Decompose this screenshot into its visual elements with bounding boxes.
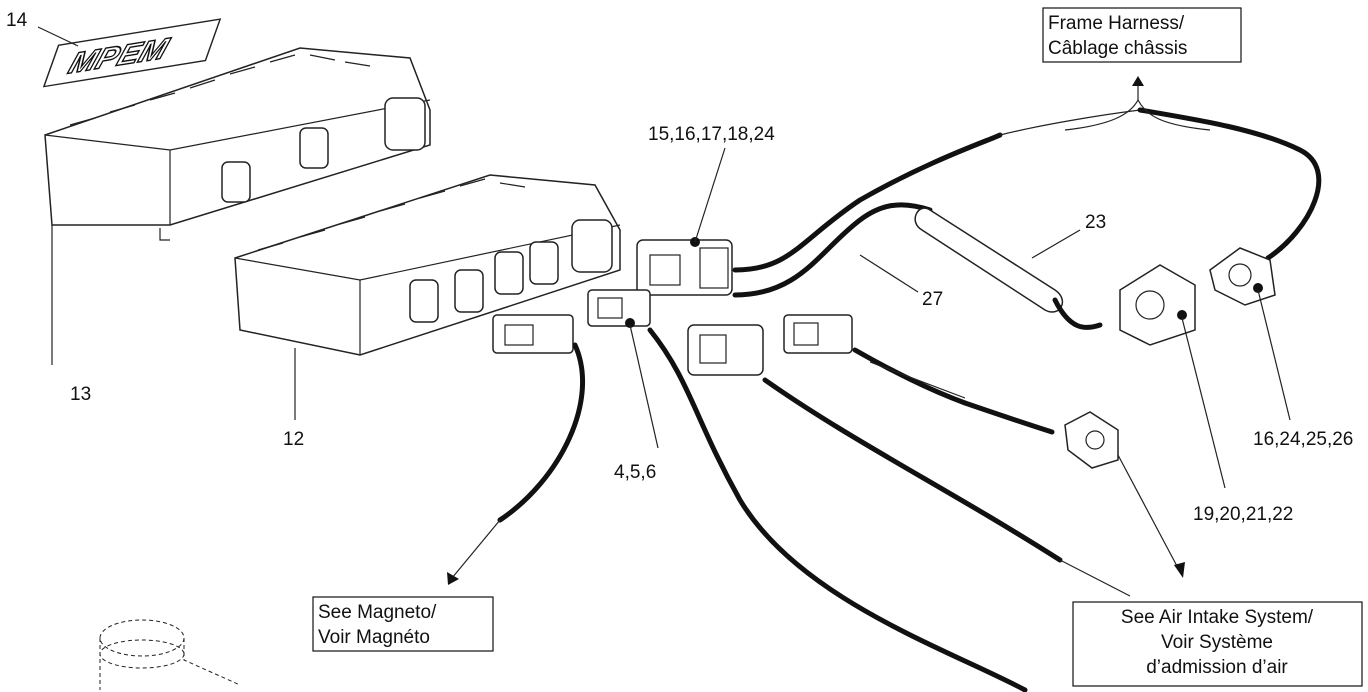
connector-19 [1119, 264, 1196, 346]
magneto-line1: See Magneto/ [318, 602, 437, 623]
label-27: 27 [922, 289, 943, 310]
magneto-line2: Voir Magnéto [318, 627, 430, 648]
frame-line2: Câblage châssis [1048, 38, 1187, 59]
module-12 [234, 174, 621, 356]
cable-23-tail [1052, 297, 1103, 330]
air-line3: d’admission d’air [1146, 657, 1288, 678]
leader-27 [859, 254, 919, 293]
leader-16 [1257, 289, 1291, 421]
frame-harness-box [1042, 7, 1242, 63]
air-arrow-a [1059, 559, 1131, 597]
connector-main [636, 237, 733, 296]
mpem-decal: MPEM [42, 18, 222, 88]
frame-line1: Frame Harness/ [1048, 13, 1185, 34]
cable-27 [732, 202, 933, 298]
sleeve-23 [914, 207, 1064, 313]
leader-15 [694, 147, 726, 243]
cable-air-a [762, 377, 1063, 563]
label-14: 14 [6, 10, 28, 31]
leader-14 [37, 26, 79, 47]
module-13 [44, 47, 431, 241]
cable-magneto [497, 342, 586, 523]
connector-magneto [492, 314, 574, 354]
label-12: 12 [283, 429, 304, 450]
magneto-box [312, 596, 494, 652]
connector-16 [1209, 247, 1276, 306]
connector-air-a [687, 324, 764, 376]
label-19: 19,20,21,22 [1193, 504, 1293, 525]
label-16: 16,24,25,26 [1253, 429, 1353, 450]
air-line1: See Air Intake System/ [1121, 607, 1314, 628]
cable-4-long [647, 327, 1028, 692]
label-4: 4,5,6 [614, 462, 656, 483]
leader-23 [1031, 229, 1081, 259]
cable-air-b [962, 400, 1055, 435]
air-intake-box [1072, 601, 1363, 687]
cable-frame-right [1137, 107, 1322, 261]
leader-4 [629, 324, 659, 449]
leader-19 [1181, 317, 1226, 489]
magneto-arrow [451, 519, 501, 579]
connector-4 [587, 289, 651, 328]
cable-frame-upper [732, 132, 1003, 273]
air-line2: Voir Système [1161, 632, 1273, 653]
air-arrow-b [1117, 454, 1179, 569]
label-23: 23 [1085, 212, 1106, 233]
label-13: 13 [70, 384, 91, 405]
connector-air-sensor [1064, 411, 1119, 469]
dashed-cap-outline [99, 619, 241, 690]
label-15: 15,16,17,18,24 [648, 124, 775, 145]
connector-air-b [783, 314, 853, 354]
